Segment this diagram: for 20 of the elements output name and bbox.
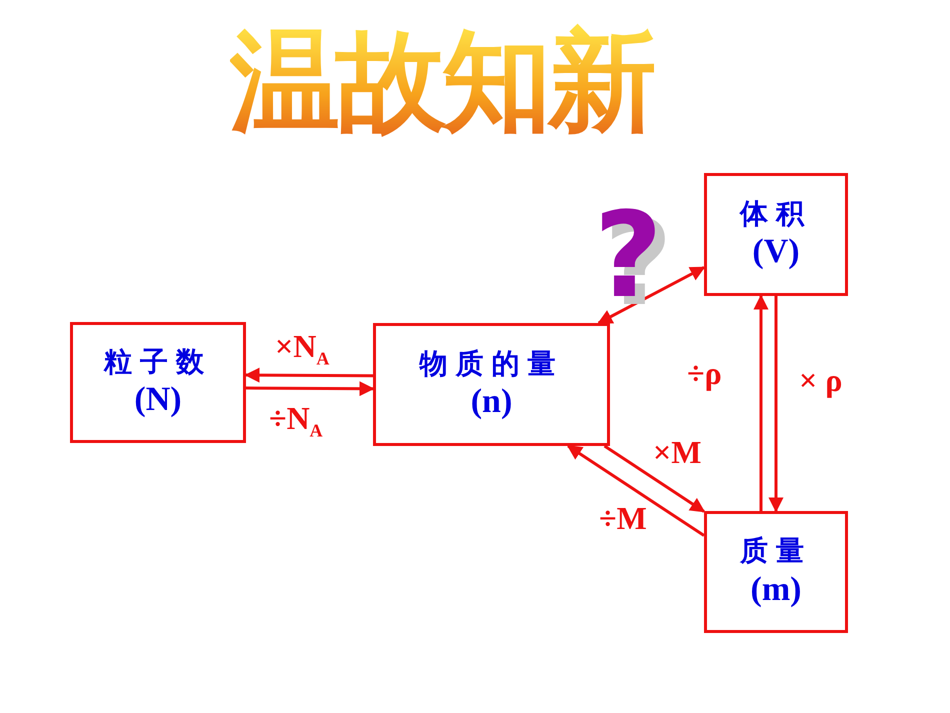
arrow (597, 266, 706, 324)
quantity-symbol: (n) (470, 382, 512, 422)
quantity-name: 质量 (740, 533, 812, 570)
question-mark: ? (594, 196, 662, 314)
quantity-box (70, 322, 246, 443)
arrow (246, 381, 374, 396)
arrow (754, 294, 768, 511)
quantity-name: 物质的量 (420, 346, 564, 382)
quantity-box (704, 511, 848, 633)
quantity-symbol: (m) (750, 570, 802, 610)
quantity-box (373, 323, 610, 446)
arrow (768, 296, 784, 512)
quantity-name: 体积 (740, 196, 812, 232)
quantity-box (704, 173, 848, 296)
arrow (244, 368, 374, 383)
arrow (604, 444, 706, 513)
arrow (566, 444, 705, 537)
quantity-symbol: (V) (752, 232, 800, 272)
quantity-name: 粒子数 (104, 344, 212, 380)
quantity-symbol: (N) (134, 380, 182, 420)
